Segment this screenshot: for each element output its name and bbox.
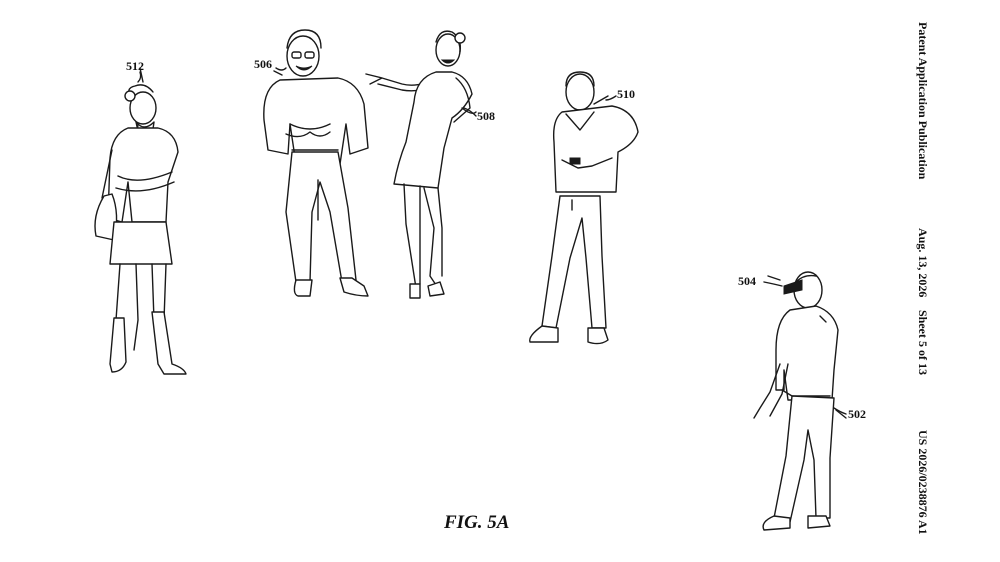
figure-person-510 <box>529 71 639 345</box>
header-title: Patent Application Publication <box>916 22 930 180</box>
leader-510 <box>605 95 617 101</box>
figure-person-512 <box>94 67 187 375</box>
leader-508 <box>463 107 477 117</box>
ref-506: 506 <box>254 57 272 71</box>
figure-person-508 <box>365 30 477 299</box>
ref-512: 512 <box>126 59 144 73</box>
reference-numerals: 512 506 508 510 504 502 <box>126 57 866 421</box>
header-date: Aug. 13, 2026 <box>916 228 930 298</box>
header-sheet: Sheet 5 of 13 <box>916 310 930 375</box>
leader-502 <box>833 407 847 415</box>
ref-502: 502 <box>848 407 866 421</box>
ref-508: 508 <box>477 109 495 123</box>
figure-label: FIG. 5A <box>444 512 510 533</box>
figure-person-506 <box>263 29 369 297</box>
figure-person-502 <box>753 271 847 531</box>
ref-510: 510 <box>617 87 635 101</box>
header-publication-number: US 2026/0238876 A1 <box>916 430 930 535</box>
leader-504 <box>763 281 783 287</box>
patent-header: Patent Application Publication Aug. 13, … <box>906 0 936 562</box>
ref-504: 504 <box>738 274 756 288</box>
leader-512 <box>137 71 142 83</box>
leader-506 <box>275 67 287 71</box>
